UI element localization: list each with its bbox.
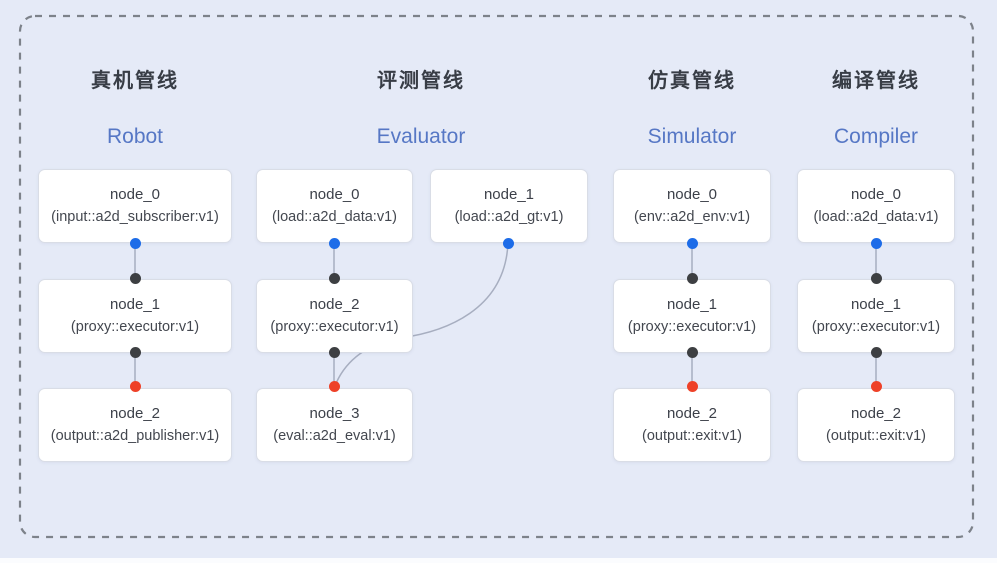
- pipeline-title-zh-compiler: 编译管线: [832, 70, 920, 92]
- simulator-node-1: node_1 (proxy::executor:v1): [613, 279, 771, 353]
- input-port-black-dot: [329, 273, 340, 284]
- node-name: node_1: [109, 296, 161, 313]
- input-port-black-dot: [871, 273, 882, 284]
- node-type: (output::exit:v1): [826, 428, 926, 444]
- compiler-node-0: node_0 (load::a2d_data:v1): [797, 169, 955, 243]
- pipeline-title-en-simulator: Simulator: [647, 125, 737, 148]
- node-type: (proxy::executor:v1): [270, 319, 399, 335]
- robot-node-0: node_0 (input::a2d_subscriber:v1): [38, 169, 232, 243]
- node-name: node_2: [309, 296, 360, 313]
- simulator-node-2: node_2 (output::exit:v1): [613, 388, 771, 462]
- node-type: (load::a2d_data:v1): [272, 209, 397, 225]
- node-type: (proxy::executor:v1): [627, 319, 757, 335]
- input-port-red-dot: [130, 381, 141, 392]
- node-type: (load::a2d_data:v1): [813, 209, 939, 225]
- pipeline-title-en-evaluator: Evaluator: [376, 125, 466, 148]
- output-port-black-dot: [871, 347, 882, 358]
- input-port-red-dot: [329, 381, 340, 392]
- node-name: node_2: [850, 405, 902, 422]
- output-port-blue-dot: [503, 238, 514, 249]
- output-port-blue-dot: [871, 238, 882, 249]
- node-type: (eval::a2d_eval:v1): [273, 428, 396, 444]
- output-port-black-dot: [687, 347, 698, 358]
- compiler-node-1: node_1 (proxy::executor:v1): [797, 279, 955, 353]
- robot-node-1: node_1 (proxy::executor:v1): [38, 279, 232, 353]
- evaluator-node-0: node_0 (load::a2d_data:v1): [256, 169, 413, 243]
- simulator-node-0: node_0 (env::a2d_env:v1): [613, 169, 771, 243]
- node-type: (output::exit:v1): [642, 428, 742, 444]
- pipeline-title-en-compiler: Compiler: [833, 125, 919, 148]
- node-type: (proxy::executor:v1): [70, 319, 200, 335]
- dashed-frame-border: [18, 14, 975, 539]
- node-type: (input::a2d_subscriber:v1): [51, 209, 219, 225]
- pipeline-title-en-robot: Robot: [106, 125, 164, 148]
- robot-node-2: node_2 (output::a2d_publisher:v1): [38, 388, 232, 462]
- output-port-black-dot: [130, 347, 141, 358]
- node-name: node_2: [666, 405, 718, 422]
- output-port-black-dot: [329, 347, 340, 358]
- output-port-blue-dot: [687, 238, 698, 249]
- node-name: node_2: [109, 405, 161, 422]
- output-port-blue-dot: [329, 238, 340, 249]
- input-port-red-dot: [687, 381, 698, 392]
- input-port-red-dot: [871, 381, 882, 392]
- evaluator-node-3: node_3 (eval::a2d_eval:v1): [256, 388, 413, 462]
- pipeline-title-zh-robot: 真机管线: [91, 70, 179, 92]
- bottom-edge: [0, 558, 997, 563]
- node-name: node_0: [109, 186, 161, 203]
- node-name: node_1: [850, 296, 902, 313]
- input-port-black-dot: [687, 273, 698, 284]
- node-name: node_0: [309, 186, 360, 203]
- node-type: (output::a2d_publisher:v1): [50, 428, 220, 444]
- evaluator-node-2: node_2 (proxy::executor:v1): [256, 279, 413, 353]
- node-type: (load::a2d_gt:v1): [454, 209, 564, 225]
- input-port-black-dot: [130, 273, 141, 284]
- evaluator-node-1: node_1 (load::a2d_gt:v1): [430, 169, 588, 243]
- node-type: (env::a2d_env:v1): [633, 209, 751, 225]
- node-name: node_3: [309, 405, 360, 422]
- node-type: (proxy::executor:v1): [811, 319, 941, 335]
- output-port-blue-dot: [130, 238, 141, 249]
- node-name: node_1: [483, 186, 535, 203]
- compiler-node-2: node_2 (output::exit:v1): [797, 388, 955, 462]
- node-name: node_1: [666, 296, 718, 313]
- pipeline-title-zh-evaluator: 评测管线: [377, 70, 465, 92]
- node-name: node_0: [850, 186, 902, 203]
- node-name: node_0: [666, 186, 718, 203]
- pipeline-title-zh-simulator: 仿真管线: [648, 70, 736, 92]
